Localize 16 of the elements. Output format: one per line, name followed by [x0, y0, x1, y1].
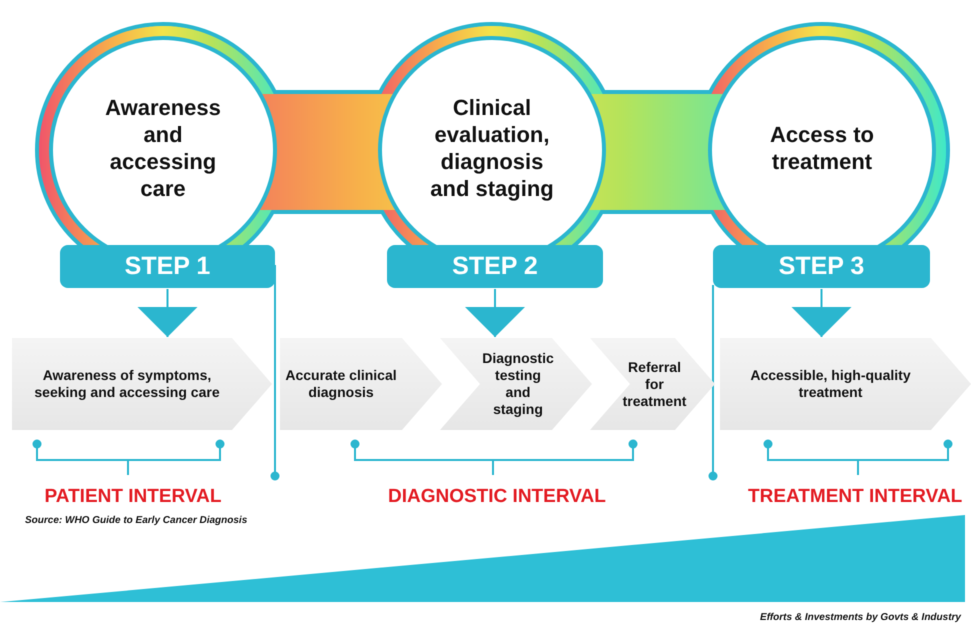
chevron-step: Accurate clinical diagnosis	[280, 338, 442, 430]
chevron-step: Referral for treatment	[590, 338, 715, 430]
source-note: Source: WHO Guide to Early Cancer Diagnosis	[25, 515, 248, 526]
chevron-step: Diagnostic testing and staging	[440, 338, 592, 430]
step-banner: STEP 2	[387, 245, 603, 288]
interval-label: PATIENT INTERVAL	[44, 486, 222, 508]
step-banner: STEP 1	[60, 245, 275, 288]
chevron-step: Awareness of symptoms, seeking and accessing care	[12, 338, 272, 430]
axis-note: Efforts & Investments by Govts & Industry	[760, 612, 961, 623]
arrow	[465, 289, 525, 337]
arrow	[792, 289, 852, 337]
chevron-step: Accessible, high-quality treatment	[720, 338, 971, 430]
interval-label: DIAGNOSTIC INTERVAL	[388, 486, 606, 508]
step-banner: STEP 3	[713, 245, 930, 288]
arrow	[138, 289, 198, 337]
interval-label: TREATMENT INTERVAL	[748, 486, 962, 508]
